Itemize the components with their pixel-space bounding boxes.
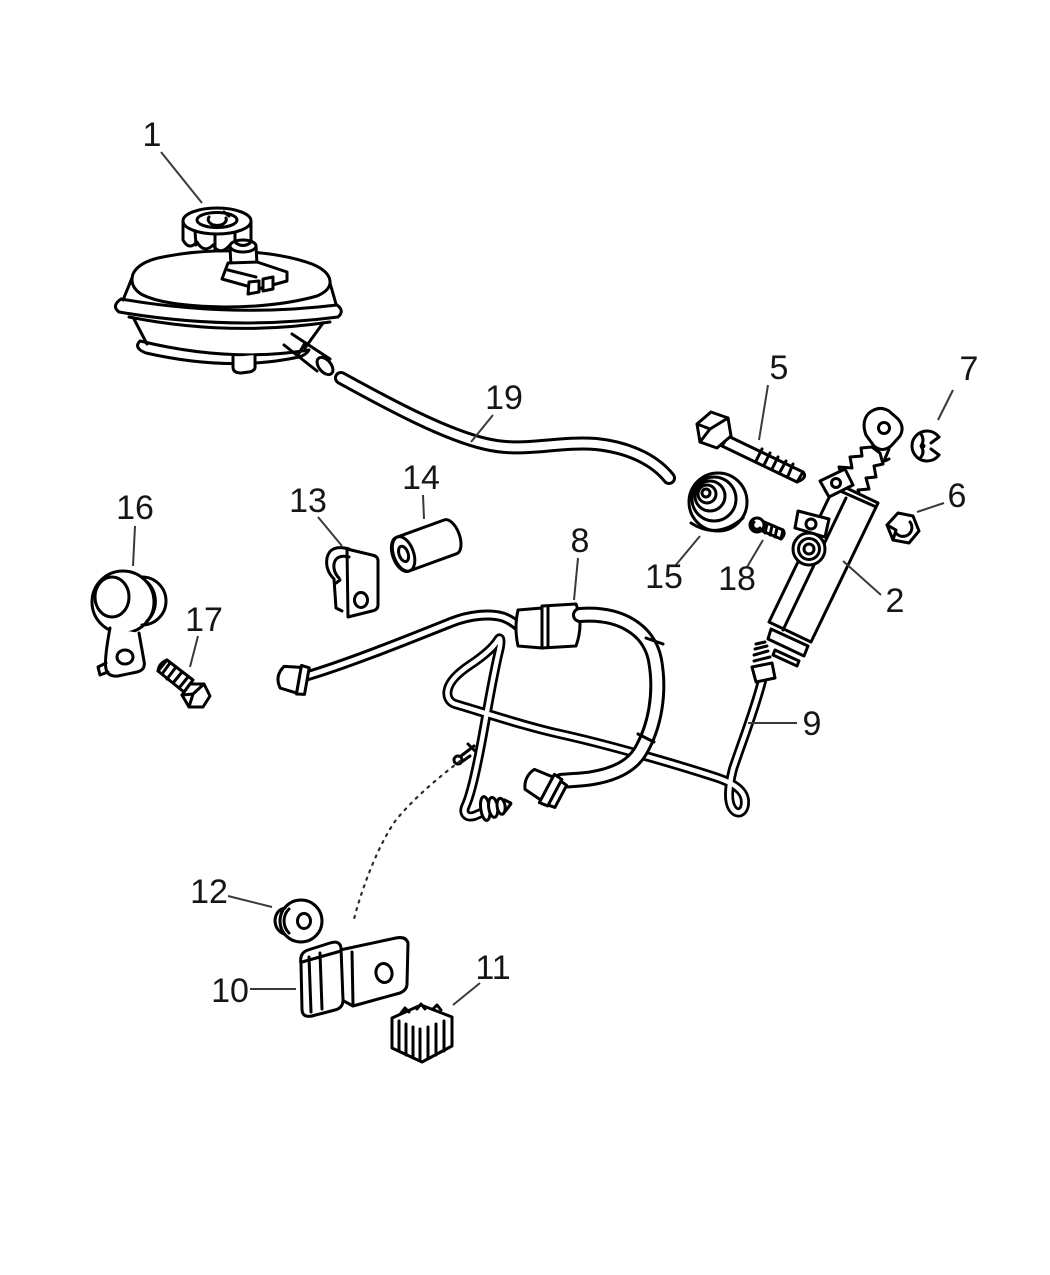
nut (885, 511, 921, 545)
callout-14-label[interactable]: 14 (402, 459, 440, 497)
clutch-hose-assembly (276, 602, 666, 809)
callout-14-leader (422, 494, 425, 520)
callout-10-label[interactable]: 10 (211, 972, 249, 1010)
callout-17-leader (189, 635, 199, 668)
callout-19-leader (470, 414, 494, 443)
ribbed-insulator (390, 1002, 454, 1064)
fluid-reservoir (114, 206, 343, 377)
assembly-reference-line (351, 759, 462, 925)
cap-arrow-glyph (206, 210, 231, 227)
mounting-bracket (299, 936, 410, 1018)
pipe-fitting-end (478, 795, 513, 822)
callout-18-label[interactable]: 18 (718, 560, 756, 598)
callout-12-leader (227, 895, 273, 908)
callout-17-label[interactable]: 17 (185, 601, 223, 639)
callout-1-label[interactable]: 1 (143, 116, 162, 154)
callout-16-label[interactable]: 16 (116, 489, 154, 527)
callout-9-label[interactable]: 9 (803, 705, 822, 743)
clamp-bolt (156, 658, 212, 709)
callout-12-label[interactable]: 12 (190, 873, 228, 911)
callout-2-label[interactable]: 2 (886, 582, 905, 620)
clutch-master-cylinder (766, 406, 904, 668)
tube-end-fitting (276, 663, 311, 696)
callout-13-leader (317, 516, 343, 547)
callout-7-label[interactable]: 7 (960, 350, 979, 388)
reservoir-hose (334, 371, 676, 485)
tube-clip (325, 546, 380, 619)
callout-18-leader (746, 539, 764, 568)
reservoir-drain-nub (231, 353, 257, 375)
loop-clamp (90, 569, 168, 678)
clutch-pipe (442, 633, 777, 822)
spacer-sleeve (389, 518, 463, 573)
callout-11-leader (452, 982, 481, 1006)
hose-coupling (540, 602, 582, 650)
callout-15-leader (674, 535, 701, 567)
grommet-bushing (273, 898, 324, 944)
reservoir-level-sensor (220, 238, 289, 296)
callout-15-label[interactable]: 15 (645, 558, 683, 596)
pipe-fitting-top (750, 661, 777, 684)
callout-6-leader (916, 502, 945, 513)
callout-7-leader (937, 389, 954, 421)
pipe-clip-stud (452, 742, 477, 766)
callout-5-label[interactable]: 5 (770, 349, 789, 387)
screw (748, 516, 786, 541)
callout-11-label[interactable]: 11 (475, 949, 510, 987)
callout-16-leader (132, 525, 136, 567)
e-clip (910, 429, 941, 463)
callout-2-leader (842, 560, 882, 596)
callout-8-leader (573, 557, 579, 601)
mounting-bolt (695, 410, 806, 484)
hose-end-fitting (523, 767, 569, 809)
callout-13-label[interactable]: 13 (289, 482, 327, 520)
callout-1-leader (160, 151, 203, 204)
callout-8-label[interactable]: 8 (571, 522, 590, 560)
cylinder-body (767, 481, 880, 644)
callout-6-label[interactable]: 6 (948, 477, 967, 515)
hose-coupling-collar (514, 606, 544, 650)
callout-19-label[interactable]: 19 (485, 379, 523, 417)
cylinder-end-cap (766, 627, 810, 668)
firewall-grommet (687, 471, 749, 533)
callout-5-leader (758, 384, 769, 441)
